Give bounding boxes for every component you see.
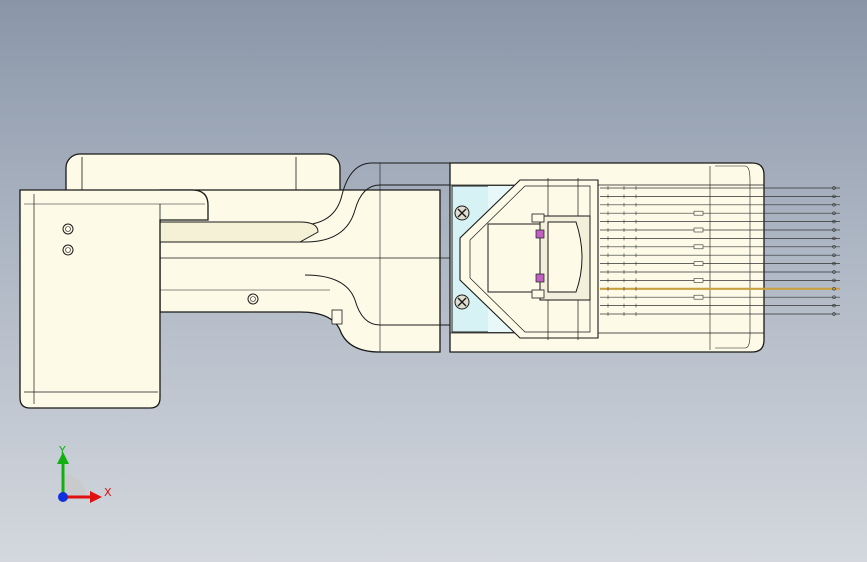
pin-tip — [832, 312, 836, 316]
pin-tip — [832, 270, 836, 274]
phillips-screw-icon — [454, 205, 470, 221]
pin-tip — [832, 186, 836, 190]
arm-hole — [247, 293, 259, 305]
pin-collar — [693, 261, 704, 266]
y-axis-label: Y — [58, 444, 66, 457]
pin-tip — [832, 253, 836, 257]
pin-tip — [832, 303, 836, 308]
arm-body[interactable] — [159, 162, 451, 353]
pin-collar — [693, 227, 704, 233]
pin-tip — [832, 194, 836, 199]
pin-collar — [693, 294, 704, 300]
z-axis-dot — [58, 492, 68, 502]
mount-hole — [62, 244, 74, 256]
pin-tip — [832, 228, 836, 232]
clip-marker — [535, 273, 545, 283]
pin-tip — [832, 287, 836, 291]
pin-tip — [832, 261, 836, 266]
pin-tip — [832, 236, 836, 241]
pin-collar — [693, 210, 704, 216]
base-block[interactable] — [19, 189, 209, 409]
pin-tip — [832, 203, 836, 207]
pin-tip — [832, 219, 836, 224]
mount-hole — [62, 223, 74, 235]
pin-collar — [693, 244, 704, 250]
pin-array — [600, 186, 840, 316]
clip-marker — [535, 229, 545, 239]
x-axis-label: X — [104, 486, 112, 499]
clamp-assembly[interactable] — [487, 213, 591, 301]
pin-tip — [832, 245, 836, 249]
pin-tip — [832, 278, 836, 283]
pin-tip — [832, 211, 836, 215]
axis-triad[interactable]: Y X — [57, 444, 112, 503]
pin-tip — [832, 295, 836, 299]
phillips-screw-icon — [454, 294, 470, 310]
pin-collar — [693, 278, 704, 283]
